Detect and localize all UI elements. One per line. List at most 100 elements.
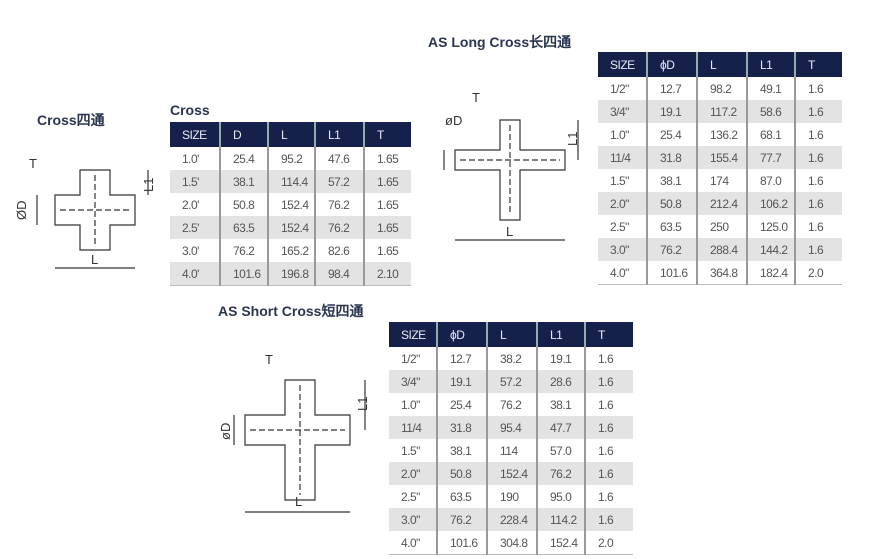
table-cell: 57.2 — [314, 170, 364, 193]
table-cell: 50.8 — [646, 192, 697, 215]
table-cell: 31.8 — [646, 146, 697, 169]
column-header: L1 — [746, 52, 795, 77]
table-cell: 182.4 — [746, 261, 795, 285]
table-cell: 4.0" — [389, 531, 437, 555]
table-cell: 1.6 — [794, 77, 842, 100]
table-cell: 165.2 — [267, 239, 315, 262]
table-cell: 1.0' — [182, 151, 199, 166]
table-cell: 1.65 — [363, 216, 411, 239]
table-cell: 38.1 — [219, 170, 268, 193]
table-cell: 68.1 — [746, 123, 795, 146]
table-cell: 1.5' — [170, 170, 220, 193]
table-cell: 50.8 — [436, 462, 487, 485]
table-cell: 76.2 — [536, 462, 585, 485]
table-cell: 2.5' — [170, 216, 220, 239]
table-cell: 101.6 — [219, 262, 268, 286]
column-header: T — [363, 122, 411, 147]
table-cell: 77.7 — [746, 146, 795, 169]
table-cell: 155.4 — [696, 146, 747, 169]
table-cell: 1.6 — [794, 192, 842, 215]
table-cell: 196.8 — [267, 262, 315, 286]
table-cell: 47.7 — [536, 416, 585, 439]
table-cell: 1.6 — [584, 416, 633, 439]
table-cell: 12.7 — [436, 347, 487, 370]
table-cell: 25.4 — [219, 147, 268, 170]
table-cell: 250 — [696, 215, 747, 238]
table-cell: 25.4 — [436, 393, 487, 416]
table-cell: 1.6 — [794, 238, 842, 261]
table-cell: 50.8 — [219, 193, 268, 216]
table-cell: 11/4 — [598, 146, 647, 169]
table-cell: 152.4 — [267, 193, 315, 216]
long-t-label: T — [472, 90, 480, 105]
column-header: L — [486, 322, 537, 347]
table-cell: 87.0 — [746, 169, 795, 192]
table-cell: 28.6 — [536, 370, 585, 393]
table-cell: 1.6 — [584, 462, 633, 485]
table-cell: 1.6 — [584, 393, 633, 416]
column-header: T — [794, 52, 842, 77]
column-header: SIZE — [598, 52, 647, 77]
table-cell: 152.4 — [267, 216, 315, 239]
table-cell: 98.4 — [314, 262, 364, 286]
table-cell: 1/2" — [610, 81, 629, 96]
table-cell: 106.2 — [746, 192, 795, 215]
table-cell: 101.6 — [436, 531, 487, 555]
table-cell: 95.4 — [486, 416, 537, 439]
table-cell: 136.2 — [696, 123, 747, 146]
table-cell: 1.0" — [401, 397, 420, 412]
cross-l1-label: L1 — [141, 178, 156, 192]
short-l1-label: L1 — [355, 397, 370, 411]
table-cell: 125.0 — [746, 215, 795, 238]
table-cell: 1.6 — [794, 123, 842, 146]
short-cross-title: AS Short Cross短四通 — [218, 303, 364, 319]
table-cell: 212.4 — [696, 192, 747, 215]
table-cell: 76.2 — [314, 216, 364, 239]
table-cell: 144.2 — [746, 238, 795, 261]
table-cell: 114 — [486, 439, 537, 462]
table-cell: 3.0" — [389, 508, 437, 531]
table-cell: 288.4 — [696, 238, 747, 261]
table-cell: 1.6 — [794, 215, 842, 238]
table-cell: 95.2 — [267, 147, 315, 170]
short-cross-diagram: T øD L1 L — [218, 352, 370, 513]
column-header: SIZE — [389, 322, 437, 347]
table-cell: 76.2 — [486, 393, 537, 416]
table-cell: 98.2 — [696, 77, 747, 100]
table-cell: 2.10 — [363, 262, 411, 286]
column-header: D — [219, 122, 268, 147]
table-cell: 2.0 — [794, 261, 842, 285]
long-d-label: øD — [445, 113, 462, 128]
table-cell: 11/4 — [389, 416, 437, 439]
table-cell: 76.2 — [314, 193, 364, 216]
table-cell: 19.1 — [536, 347, 585, 370]
table-cell: 76.2 — [219, 239, 268, 262]
table-cell: 1.65 — [363, 193, 411, 216]
table-cell: 1.0" — [610, 127, 629, 142]
table-cell: 25.4 — [646, 123, 697, 146]
table-cell: 63.5 — [219, 216, 268, 239]
table-cell: 117.2 — [696, 100, 747, 123]
long-cross-title: AS Long Cross长四通 — [428, 34, 572, 50]
table-cell: 2.5" — [610, 219, 629, 234]
table-cell: 38.1 — [436, 439, 487, 462]
table-cell: 1.65 — [363, 170, 411, 193]
cross-table-title: Cross — [170, 102, 210, 118]
